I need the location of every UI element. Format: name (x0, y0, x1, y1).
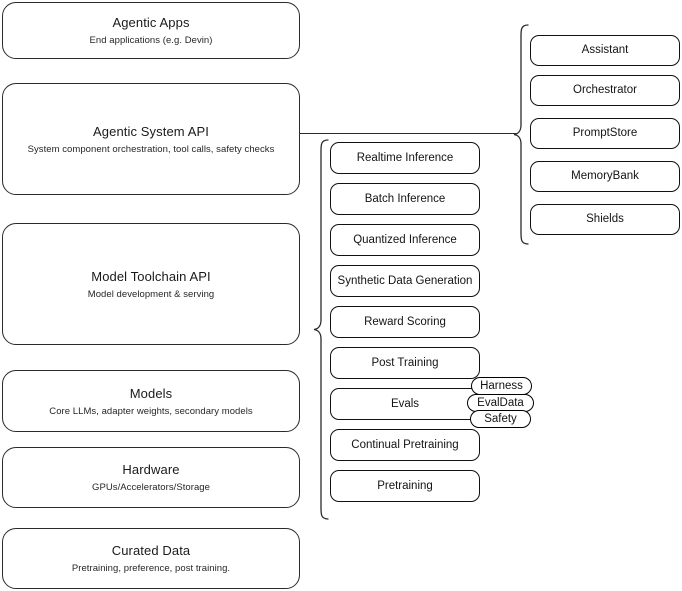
toolchain-item-post-training[interactable]: Post Training (330, 347, 480, 379)
system-component-promptstore[interactable]: PromptStore (530, 118, 680, 149)
layer-models[interactable]: Models Core LLMs, adapter weights, secon… (2, 370, 300, 432)
system-component-memorybank[interactable]: MemoryBank (530, 161, 680, 192)
layer-subtitle: End applications (e.g. Devin) (89, 35, 213, 46)
toolchain-brace (313, 139, 329, 520)
layer-title: Models (129, 385, 173, 401)
layer-title: Hardware (122, 462, 180, 477)
layer-agentic-apps[interactable]: Agentic Apps End applications (e.g. Devi… (2, 2, 300, 59)
item-label: PromptStore (572, 127, 638, 139)
item-label: Quantized Inference (353, 233, 457, 246)
item-label: Realtime Inference (356, 151, 454, 164)
system-component-assistant[interactable]: Assistant (530, 35, 680, 66)
layer-subtitle: GPUs/Accelerators/Storage (92, 482, 210, 493)
item-label: Assistant (581, 44, 629, 56)
layer-title: Agentic Apps (112, 15, 190, 30)
toolchain-item-reward-scoring[interactable]: Reward Scoring (330, 306, 480, 338)
evals-pill-safety[interactable]: Safety (470, 410, 531, 428)
toolchain-item-realtime-inference[interactable]: Realtime Inference (330, 142, 480, 174)
layer-title: Model Toolchain API (91, 268, 211, 284)
toolchain-item-batch-inference[interactable]: Batch Inference (330, 183, 480, 215)
layer-title: Curated Data (111, 543, 191, 558)
toolchain-item-evals[interactable]: Evals (330, 388, 480, 420)
system-components-brace (513, 24, 529, 246)
item-label: Continual Pretraining (351, 438, 459, 451)
system-component-shields[interactable]: Shields (530, 204, 680, 235)
toolchain-item-continual-pretraining[interactable]: Continual Pretraining (330, 429, 480, 461)
layer-hardware[interactable]: Hardware GPUs/Accelerators/Storage (2, 447, 300, 508)
item-label: Pretraining (377, 479, 433, 492)
layer-agentic-system-api[interactable]: Agentic System API System component orch… (2, 83, 300, 195)
layer-curated-data[interactable]: Curated Data Pretraining, preference, po… (2, 528, 300, 589)
layer-subtitle: Core LLMs, adapter weights, secondary mo… (49, 405, 253, 417)
item-label: Synthetic Data Generation (337, 274, 473, 287)
evals-pill-harness[interactable]: Harness (471, 377, 532, 395)
item-label: Orchestrator (573, 84, 637, 96)
layer-subtitle: System component orchestration, tool cal… (27, 143, 275, 155)
toolchain-item-synthetic-data-generation[interactable]: Synthetic Data Generation (330, 265, 480, 297)
layer-title: Agentic System API (93, 123, 209, 139)
item-label: Shields (586, 213, 624, 225)
item-label: Batch Inference (364, 192, 446, 205)
item-label: MemoryBank (571, 170, 639, 182)
item-label: Post Training (371, 356, 439, 369)
connector-system-api-to-components (300, 133, 516, 134)
toolchain-item-quantized-inference[interactable]: Quantized Inference (330, 224, 480, 256)
toolchain-item-pretraining[interactable]: Pretraining (330, 470, 480, 502)
item-label: Reward Scoring (364, 315, 446, 328)
item-label: Evals (390, 397, 420, 410)
system-component-orchestrator[interactable]: Orchestrator (530, 75, 680, 106)
layer-model-toolchain-api[interactable]: Model Toolchain API Model development & … (2, 223, 300, 345)
layer-subtitle: Pretraining, preference, post training. (71, 563, 231, 574)
layer-subtitle: Model development & serving (87, 288, 215, 300)
